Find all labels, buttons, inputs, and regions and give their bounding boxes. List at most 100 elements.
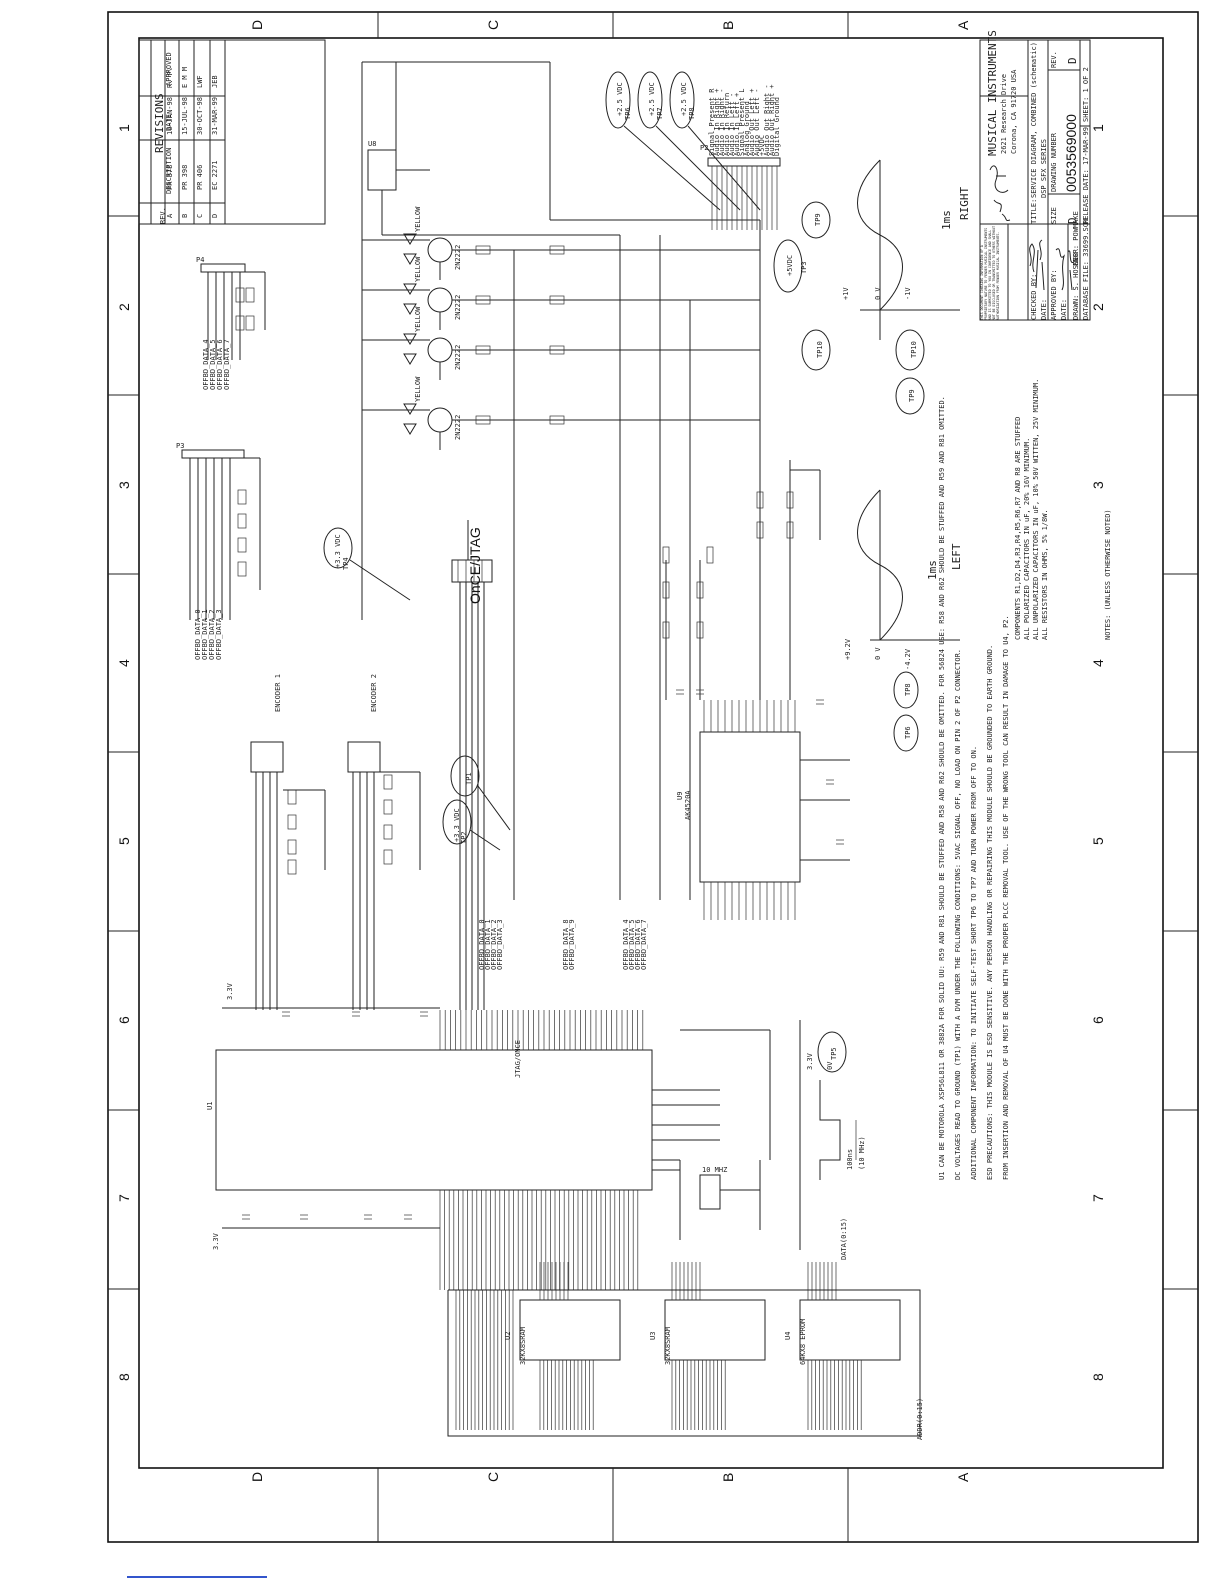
general-note: ALL RESISTORS IN OHMS, 5% 1/8W.	[1041, 509, 1049, 640]
checked-by: CHECKED BY:	[1030, 274, 1038, 320]
tp10-label-2: TP10	[910, 341, 918, 358]
once-jtag-label: OnCE/JTAG	[467, 527, 483, 604]
p2-pin-label: Signal Present R	[708, 88, 716, 156]
jtag-once-label: JTAG/ONCE	[514, 1040, 522, 1078]
led-color: YELLOW	[414, 256, 422, 282]
notes-header: NOTES: (UNLESS OTHERWISE NOTED)	[1104, 509, 1112, 640]
u1-decoupling-caps: 3.3V 3.3V	[212, 982, 440, 1250]
tp7-label: TP7	[656, 107, 664, 120]
tp5-clock: TP5 3.3V 0V 100ns (10 MHz)	[806, 1031, 866, 1180]
led-color: YELLOW	[414, 206, 422, 232]
row-label: B	[720, 1473, 736, 1482]
col-label: 8	[116, 1373, 132, 1381]
revision-cell: E M M	[181, 67, 189, 88]
tp4-marker: +3.3 VDC TP4	[323, 527, 411, 601]
col-label: 5	[116, 837, 132, 845]
col-label: 1	[116, 124, 132, 132]
footer-link[interactable]	[127, 1576, 267, 1578]
u9-label: U9	[676, 792, 684, 800]
resistor	[706, 546, 714, 564]
p4-label: P4	[196, 256, 204, 264]
procedure-note: ESD PRECAUTIONS: THIS MODULE IS ESD SENS…	[986, 645, 994, 1180]
tp5-3v3: 3.3V	[806, 1052, 814, 1070]
tp6-voltage: +2.5 VDC	[616, 82, 624, 116]
led-color: YELLOW	[414, 376, 422, 402]
memory-u4: U4 64KX8 EPROM	[784, 1299, 901, 1365]
col-label: 5	[1090, 837, 1106, 845]
right-period: 1ms	[940, 210, 953, 230]
memory-bus-lines	[448, 1262, 890, 1430]
p2-pin-label: Audio In Left -	[728, 93, 736, 156]
revision-cell: R. P.	[166, 67, 174, 88]
tp1-label: TP1	[465, 772, 473, 785]
col-label: 8	[1090, 1373, 1106, 1381]
resistor	[549, 415, 565, 425]
tp4-voltage: +3.3 VDC	[334, 534, 342, 568]
col-label: 2	[116, 303, 132, 311]
company: MUSICAL INSTRUMENTS	[986, 30, 999, 156]
led-color: YELLOW	[414, 306, 422, 332]
u1-3v3-bottom: 3.3V	[212, 1232, 220, 1250]
right-minus1v: -1V	[904, 287, 912, 300]
encoder-1: ENCODER 1	[250, 674, 326, 1010]
memory-u3: U3 32KX8SRAM	[649, 1299, 766, 1365]
right-plus1v: +1V	[842, 287, 850, 300]
col-label: 7	[1090, 1194, 1106, 1202]
encoder-2: ENCODER 2	[347, 674, 421, 1010]
tp5-label: TP5	[830, 1047, 838, 1060]
clock-period: 100ns	[846, 1149, 854, 1170]
u2-label: U2	[504, 1332, 512, 1340]
col-label: 2	[1090, 303, 1106, 311]
right-channel-label: RIGHT	[958, 187, 971, 220]
confidential-notice: THIS DOCUMENT CONTAINS INFORMATION OF A …	[980, 225, 1000, 320]
procedure-note: U1 CAN BE MOTOROLA XSP56L811 OR 3882A FO…	[938, 396, 946, 1180]
led	[403, 233, 417, 245]
u1-bottom-pins	[439, 1190, 639, 1290]
tp6-small: TP6	[904, 726, 912, 739]
p3-label: P3	[176, 442, 184, 450]
analog-filter-network	[662, 460, 850, 861]
u1-clock-section: 10 MHZ	[652, 1020, 801, 1250]
revision-cell: 15-JUL-98	[181, 97, 189, 135]
bus-signal: OFFBD_DATA_0	[478, 919, 486, 970]
transistor	[427, 287, 453, 313]
zone-ticks	[108, 12, 1198, 1542]
rev-header: REV.	[159, 207, 167, 224]
transistor	[427, 337, 453, 363]
tp5-0v: 0V	[826, 1061, 834, 1070]
row-label: B	[720, 21, 736, 30]
revision-cell: PR 398	[181, 165, 189, 190]
revision-cell: 16-JAN-98	[166, 97, 174, 135]
once-jtag-header: OnCE/JTAG	[451, 520, 493, 1010]
led	[403, 253, 417, 265]
transistor-type: 2N2222	[454, 295, 462, 320]
p2-pin-label: Signal Present L	[738, 89, 746, 156]
tp1-marker: TP1	[450, 755, 511, 831]
row-label: A	[955, 1472, 971, 1482]
drawn-by: DRAWN: S. HOSNER	[1072, 252, 1080, 320]
title-block-text: MUSICAL INSTRUMENTS 2621 Research Drive …	[986, 30, 1090, 320]
connector-p4: P4	[196, 256, 266, 360]
revision-cell: EC 2271	[211, 160, 219, 190]
tp3-label: TP3	[800, 261, 808, 274]
u8-label: U8	[368, 140, 376, 148]
rev-header: APPROVED	[165, 52, 173, 86]
resistor	[475, 415, 491, 425]
bus-signal: OFFBD_DATA_8	[562, 919, 570, 970]
rev-header: DESCRIPTION	[165, 148, 173, 194]
bus-signal: OFFBD_DATA_4	[202, 339, 210, 390]
p2-pin-label: Audio Out Right -	[763, 84, 771, 156]
clock-frequency: (10 MHz)	[858, 1136, 866, 1170]
transistor	[427, 237, 453, 263]
col-label: 3	[116, 481, 132, 489]
bus-signal: OFFBD_DATA_2	[490, 919, 498, 970]
memory-u2: U2 32KX8SRAM	[504, 1299, 621, 1365]
address2: Corona, CA 91720 USA	[1010, 69, 1018, 154]
title-label: TITLE:	[1030, 199, 1038, 224]
checked-date: DATE:	[1040, 299, 1048, 320]
transistor-type: 2N2222	[454, 245, 462, 270]
procedure-notes: U1 CAN BE MOTOROLA XSP56L811 OR 3882A FO…	[938, 396, 1010, 1180]
tp3-voltage: +5VDC	[786, 255, 794, 276]
